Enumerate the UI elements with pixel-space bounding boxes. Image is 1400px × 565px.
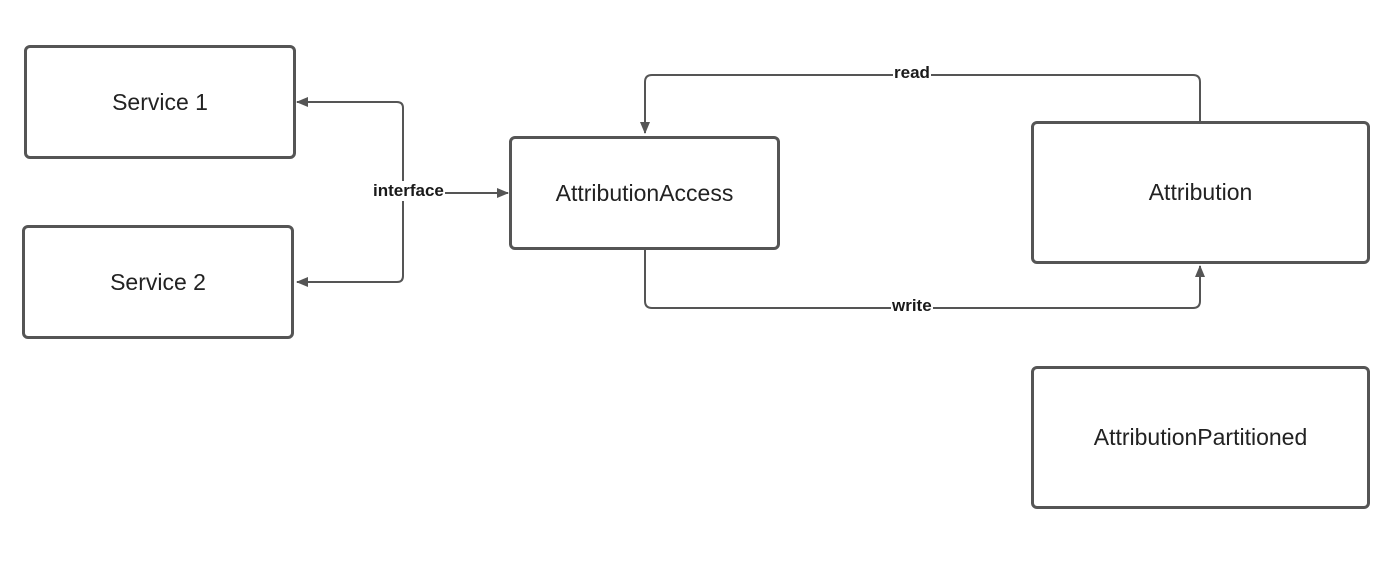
service-1-label: Service 1 [112,88,208,115]
interface-connector-to-service-1 [296,97,404,190]
interface-edge-label: interface [372,181,445,201]
attribution-access-box[interactable]: AttributionAccess [509,136,780,250]
attribution-box[interactable]: Attribution [1031,121,1370,264]
attribution-partitioned-box[interactable]: AttributionPartitioned [1031,366,1370,509]
service-2-box[interactable]: Service 2 [22,225,294,339]
attribution-partitioned-label: AttributionPartitioned [1093,424,1308,450]
service-2-label: Service 2 [110,268,206,295]
write-edge-label: write [891,296,933,316]
interface-connector-to-service-2 [296,190,404,287]
read-edge-label: read [893,63,931,83]
attribution-access-label: AttributionAccess [555,179,734,206]
service-1-box[interactable]: Service 1 [24,45,296,159]
attribution-label: Attribution [1148,179,1253,205]
